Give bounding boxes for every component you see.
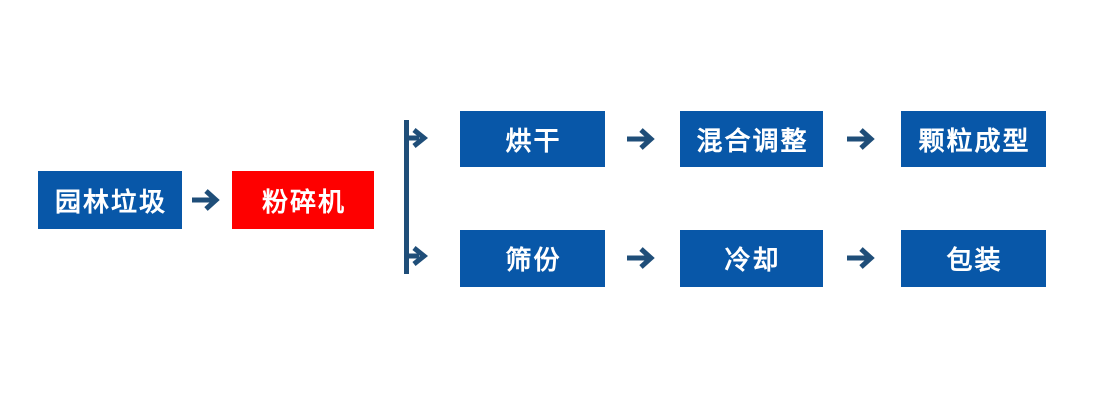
node-pellet-forming: 颗粒成型: [901, 111, 1046, 167]
arrow-right-icon: [627, 247, 655, 269]
node-cooling: 冷却: [680, 230, 823, 287]
branch-connector-icon: [404, 120, 429, 274]
arrow-right-icon: [627, 128, 655, 150]
arrow-right-icon: [847, 247, 875, 269]
node-garden-waste: 园林垃圾: [38, 171, 182, 229]
arrow-right-icon: [192, 189, 220, 211]
node-drying: 烘干: [460, 111, 605, 167]
node-crusher: 粉碎机: [232, 171, 374, 229]
arrow-right-icon: [847, 128, 875, 150]
node-sieving: 筛份: [460, 230, 605, 287]
node-mix-adjust: 混合调整: [680, 111, 823, 167]
node-packing: 包装: [901, 230, 1046, 287]
